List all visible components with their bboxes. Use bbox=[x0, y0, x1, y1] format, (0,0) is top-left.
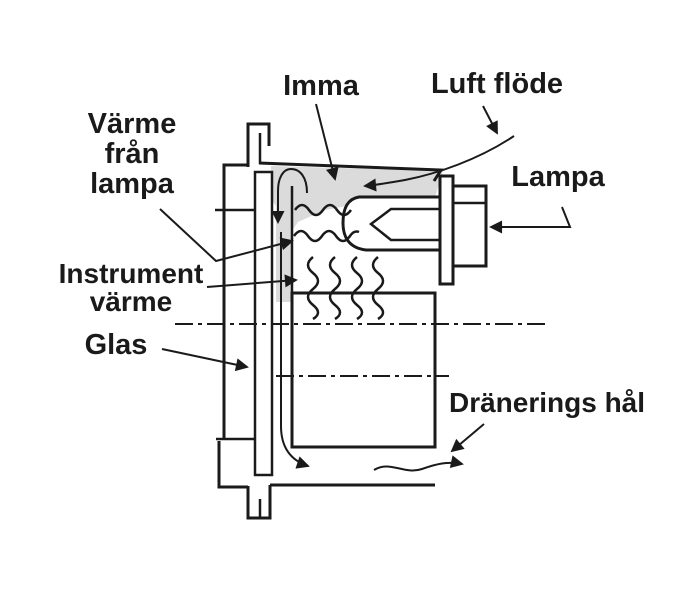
label-dranerings-hal: Dränerings hål bbox=[448, 387, 646, 418]
lamp-flange bbox=[438, 174, 455, 286]
lamp-filament bbox=[368, 207, 440, 242]
label-lampa: Lampa bbox=[511, 161, 605, 193]
lamp-assembly bbox=[341, 174, 488, 286]
centerlines bbox=[175, 323, 548, 377]
air-downdraft-arrow bbox=[271, 167, 308, 224]
label-glas: Glas bbox=[84, 329, 148, 361]
label-instrument-line1: Instrument bbox=[58, 258, 204, 289]
lampa-leader-arrow bbox=[489, 206, 572, 234]
label-imma: Imma bbox=[283, 70, 359, 102]
heat-waves-instrument bbox=[306, 256, 385, 321]
lamp-holder bbox=[451, 184, 488, 268]
dranerings-leader-arrow bbox=[450, 423, 485, 453]
instrument-varme-leader-arrow bbox=[206, 274, 298, 288]
label-varme-line1: Värme bbox=[87, 108, 177, 140]
label-luft-flode: Luft flöde bbox=[430, 68, 564, 100]
varme-fran-lampa-leader-arrow bbox=[159, 208, 294, 263]
heat-waves-lamp bbox=[292, 203, 360, 243]
label-instrument-varme: Instrument värme bbox=[59, 260, 204, 316]
condensation-area bbox=[271, 166, 443, 302]
lamp-bulb bbox=[341, 195, 442, 252]
label-instrument-line2: värme bbox=[89, 286, 173, 317]
airflow-arrows bbox=[271, 167, 464, 472]
luftflode-label-arrow bbox=[482, 105, 498, 135]
label-varme-fran-lampa: Värme från lampa bbox=[88, 109, 177, 199]
label-varme-line3: lampa bbox=[90, 168, 174, 200]
imma-leader-arrow bbox=[315, 103, 339, 181]
drain-flow-arrow bbox=[373, 455, 464, 472]
label-varme-line2: från bbox=[104, 138, 160, 170]
glas-leader-arrow bbox=[161, 348, 249, 372]
air-exit-arrow bbox=[280, 232, 310, 469]
luftflode-curve-arrow bbox=[363, 135, 515, 192]
instrument-body bbox=[290, 291, 437, 449]
leader-arrows bbox=[159, 103, 572, 453]
